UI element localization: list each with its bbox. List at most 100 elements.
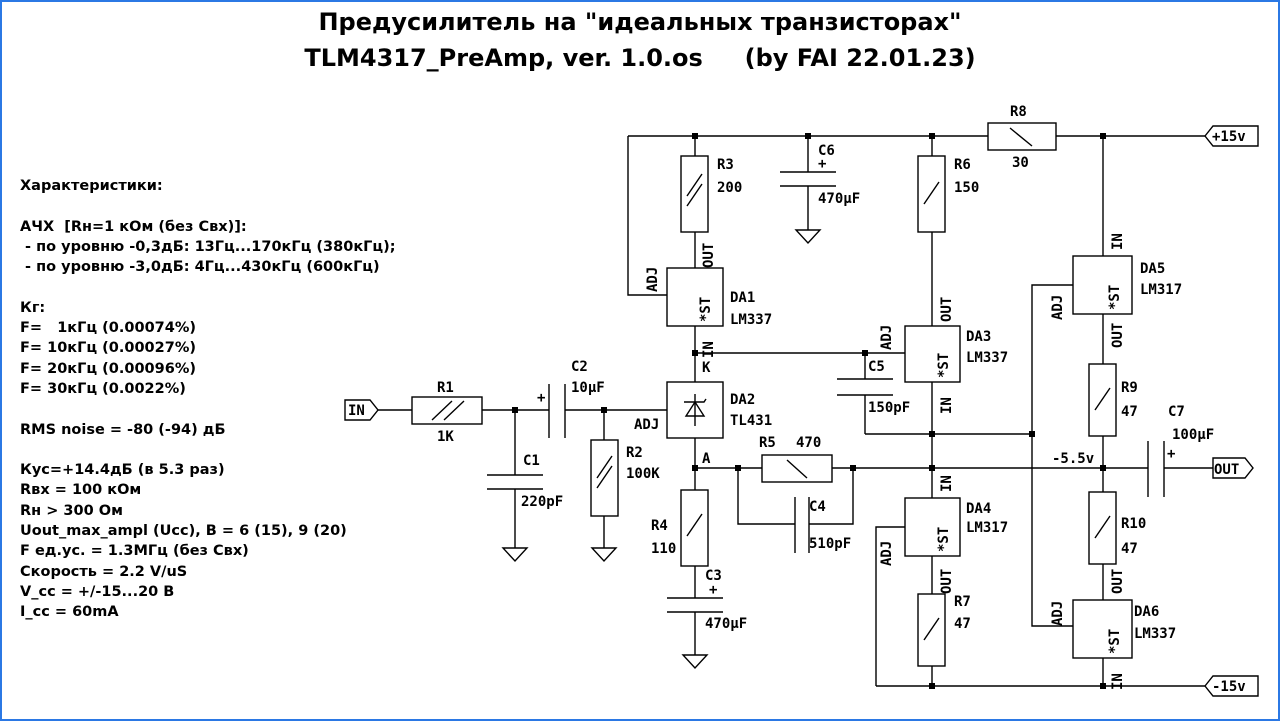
ground-symbols — [501, 229, 822, 670]
label-r4-value: 110 — [651, 541, 676, 557]
ic-da5: ADJ IN *ST OUT — [1050, 233, 1133, 348]
ic-da6: ADJ OUT *ST IN — [1050, 569, 1133, 690]
label-r2-value: 100K — [626, 466, 660, 482]
pin-label: OUT — [1110, 323, 1126, 348]
resistor-r10 — [1088, 491, 1117, 565]
label-r7-value: 47 — [954, 616, 971, 632]
resistor-r5 — [761, 454, 833, 483]
wire-da4-adj — [875, 526, 905, 566]
port-out: OUT — [1212, 457, 1254, 479]
label-da3-ref: DA3 — [966, 329, 991, 345]
wire-adj-right-bus — [1031, 284, 1073, 627]
spec-line: Скорость = 2.2 V/uS — [20, 563, 188, 580]
label-c7-value: 100µF — [1172, 427, 1214, 443]
resistor-r8 — [987, 122, 1057, 151]
label-node-a: A — [702, 451, 711, 467]
label-c7-ref: C7 — [1168, 404, 1185, 420]
label-c3-ref: C3 — [705, 568, 722, 584]
label-r6-ref: R6 — [954, 157, 971, 173]
spec-line: F ед.ус. = 1.3МГц (без Свх) — [20, 543, 249, 560]
port-vneg: -15v — [1204, 675, 1259, 697]
pin-label: OUT — [939, 569, 955, 594]
pin-label: IN — [939, 397, 955, 414]
label-r10-value: 47 — [1121, 541, 1138, 557]
pin-label: ADJ — [1050, 601, 1066, 626]
resistor-r3 — [680, 155, 709, 233]
spec-line: RMS noise = -80 (-94) дБ — [20, 421, 226, 438]
label-da4-ref: DA4 — [966, 501, 991, 517]
spec-line: - по уровню -0,3дБ: 13Гц...170кГц (380кГ… — [20, 238, 396, 255]
label-c1-value: 220pF — [521, 494, 563, 510]
capacitor-c3: + — [667, 582, 723, 613]
title-line-1: Предусилитель на "идеальных транзисторах… — [318, 8, 962, 36]
label-c1-ref: C1 — [523, 453, 540, 469]
label-r2-ref: R2 — [626, 445, 643, 461]
capacitor-c6: + — [780, 156, 836, 187]
pin-label: OUT — [939, 297, 955, 322]
label-c6-value: 470µF — [818, 191, 860, 207]
label-r4-ref: R4 — [651, 518, 668, 534]
label-da2-adj-pin: ADJ — [634, 417, 659, 433]
capacitor-c2: + — [537, 384, 566, 438]
label-r5-ref: R5 — [759, 435, 776, 451]
label-r7-ref: R7 — [954, 594, 971, 610]
port-in: IN — [344, 399, 379, 421]
resistor-r9 — [1088, 363, 1117, 437]
label-r8-value: 30 — [1012, 155, 1029, 171]
pin-label: + — [818, 156, 826, 172]
capacitor-c1 — [487, 474, 543, 490]
label-c3-value: 470µF — [705, 616, 747, 632]
pin-label: IN — [1110, 673, 1126, 690]
spec-line: Uout_max_ampl (Ucc), В = 6 (15), 9 (20) — [20, 523, 347, 540]
label-da1-value: LM337 — [730, 312, 772, 328]
pin-label: ADJ — [879, 325, 895, 350]
spec-line: Rвх = 100 кОм — [20, 482, 142, 499]
label-da5-value: LM317 — [1140, 282, 1182, 298]
port-label: IN — [348, 403, 365, 419]
label-c5-ref: C5 — [868, 359, 885, 375]
port-label: OUT — [1214, 462, 1239, 478]
component-labels: R1 1K R2 100K R3 200 R4 110 R5 470 R6 15… — [437, 104, 1214, 642]
resistor-r1 — [411, 396, 483, 425]
pin-label: *ST — [936, 527, 952, 552]
port-vpos: +15v — [1204, 125, 1259, 147]
ic-da1: ADJ OUT *ST IN — [645, 243, 724, 358]
spec-line: Характеристики: — [20, 178, 163, 194]
pin-label: + — [709, 582, 717, 598]
label-c6-ref: C6 — [818, 143, 835, 159]
label-node-k: K — [702, 360, 711, 376]
label-da1-ref: DA1 — [730, 290, 755, 306]
label-da4-value: LM317 — [966, 520, 1008, 536]
pin-label: *ST — [698, 297, 714, 322]
spec-line: V_cc = +/-15...20 В — [20, 583, 175, 600]
label-r9-ref: R9 — [1121, 380, 1138, 396]
label-r6-value: 150 — [954, 180, 979, 196]
label-r8-ref: R8 — [1010, 104, 1027, 120]
port-label: -15v — [1212, 679, 1246, 695]
label-da2-value: TL431 — [730, 413, 772, 429]
ic-da3: ADJ OUT *ST IN — [879, 297, 961, 414]
spec-line: F= 1кГц (0.00074%) — [20, 320, 196, 337]
spec-line: - по уровню -3,0дБ: 4Гц...430кГц (600кГц… — [20, 259, 380, 276]
pin-label: IN — [1110, 233, 1126, 250]
label-r1-ref: R1 — [437, 380, 454, 396]
port-label: +15v — [1212, 129, 1246, 145]
title-line-2: TLM4317_PreAmp, ver. 1.0.os (by FAI 22.0… — [304, 44, 976, 72]
label-da3-value: LM337 — [966, 350, 1008, 366]
label-da5-ref: DA5 — [1140, 261, 1165, 277]
label-r9-value: 47 — [1121, 404, 1138, 420]
wire-da1-adj-loop — [627, 227, 667, 296]
pin-label: ADJ — [879, 541, 895, 566]
pin-label: + — [1167, 446, 1175, 462]
resistor-r4 — [680, 489, 709, 567]
ic-da2 — [666, 381, 724, 439]
spec-line: F= 10кГц (0.00027%) — [20, 340, 196, 357]
label-r1-value: 1K — [437, 429, 454, 445]
label-c2-value: 10µF — [571, 380, 605, 396]
spec-line: I_cc = 60mA — [20, 604, 119, 621]
pin-label: ADJ — [645, 267, 661, 292]
pin-label: *ST — [1107, 629, 1123, 654]
label-da2-ref: DA2 — [730, 392, 755, 408]
